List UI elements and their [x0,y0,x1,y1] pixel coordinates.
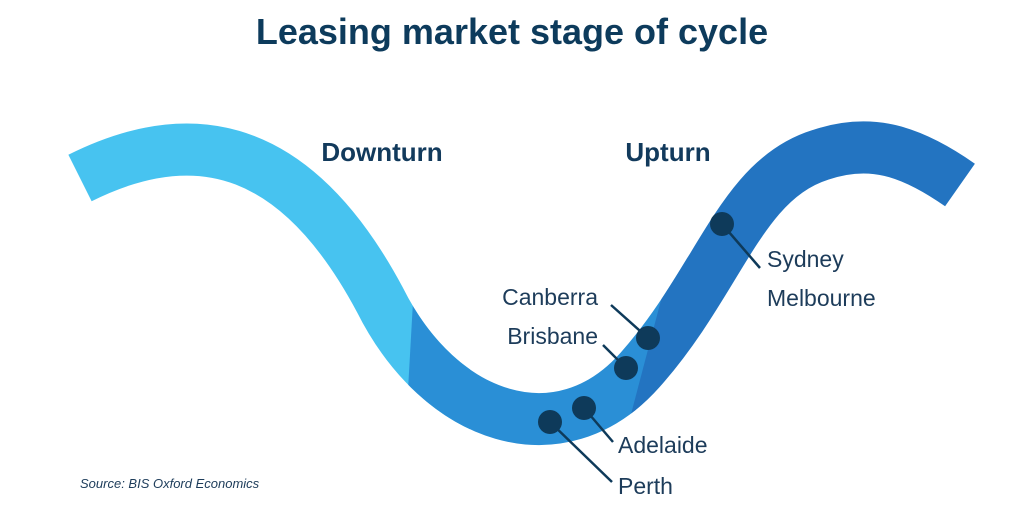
downturn-label: Downturn [321,137,442,167]
sydney-label: Sydney [767,246,844,272]
upturn-label: Upturn [625,137,710,167]
sydney-melbourne-marker [710,212,734,236]
wave-segment-upturn [600,121,975,445]
perth-label: Perth [618,473,673,499]
wave-segment-downturn [68,123,470,430]
perth-marker [538,410,562,434]
melbourne-label: Melbourne [767,285,876,311]
source-note: Source: BIS Oxford Economics [80,476,260,491]
canberra-marker [636,326,660,350]
canberra-label: Canberra [502,284,598,310]
brisbane-marker [614,356,638,380]
adelaide-marker [572,396,596,420]
chart-title: Leasing market stage of cycle [256,11,768,52]
adelaide-label: Adelaide [618,432,708,458]
perth-leader [549,421,613,483]
brisbane-label: Brisbane [507,323,598,349]
